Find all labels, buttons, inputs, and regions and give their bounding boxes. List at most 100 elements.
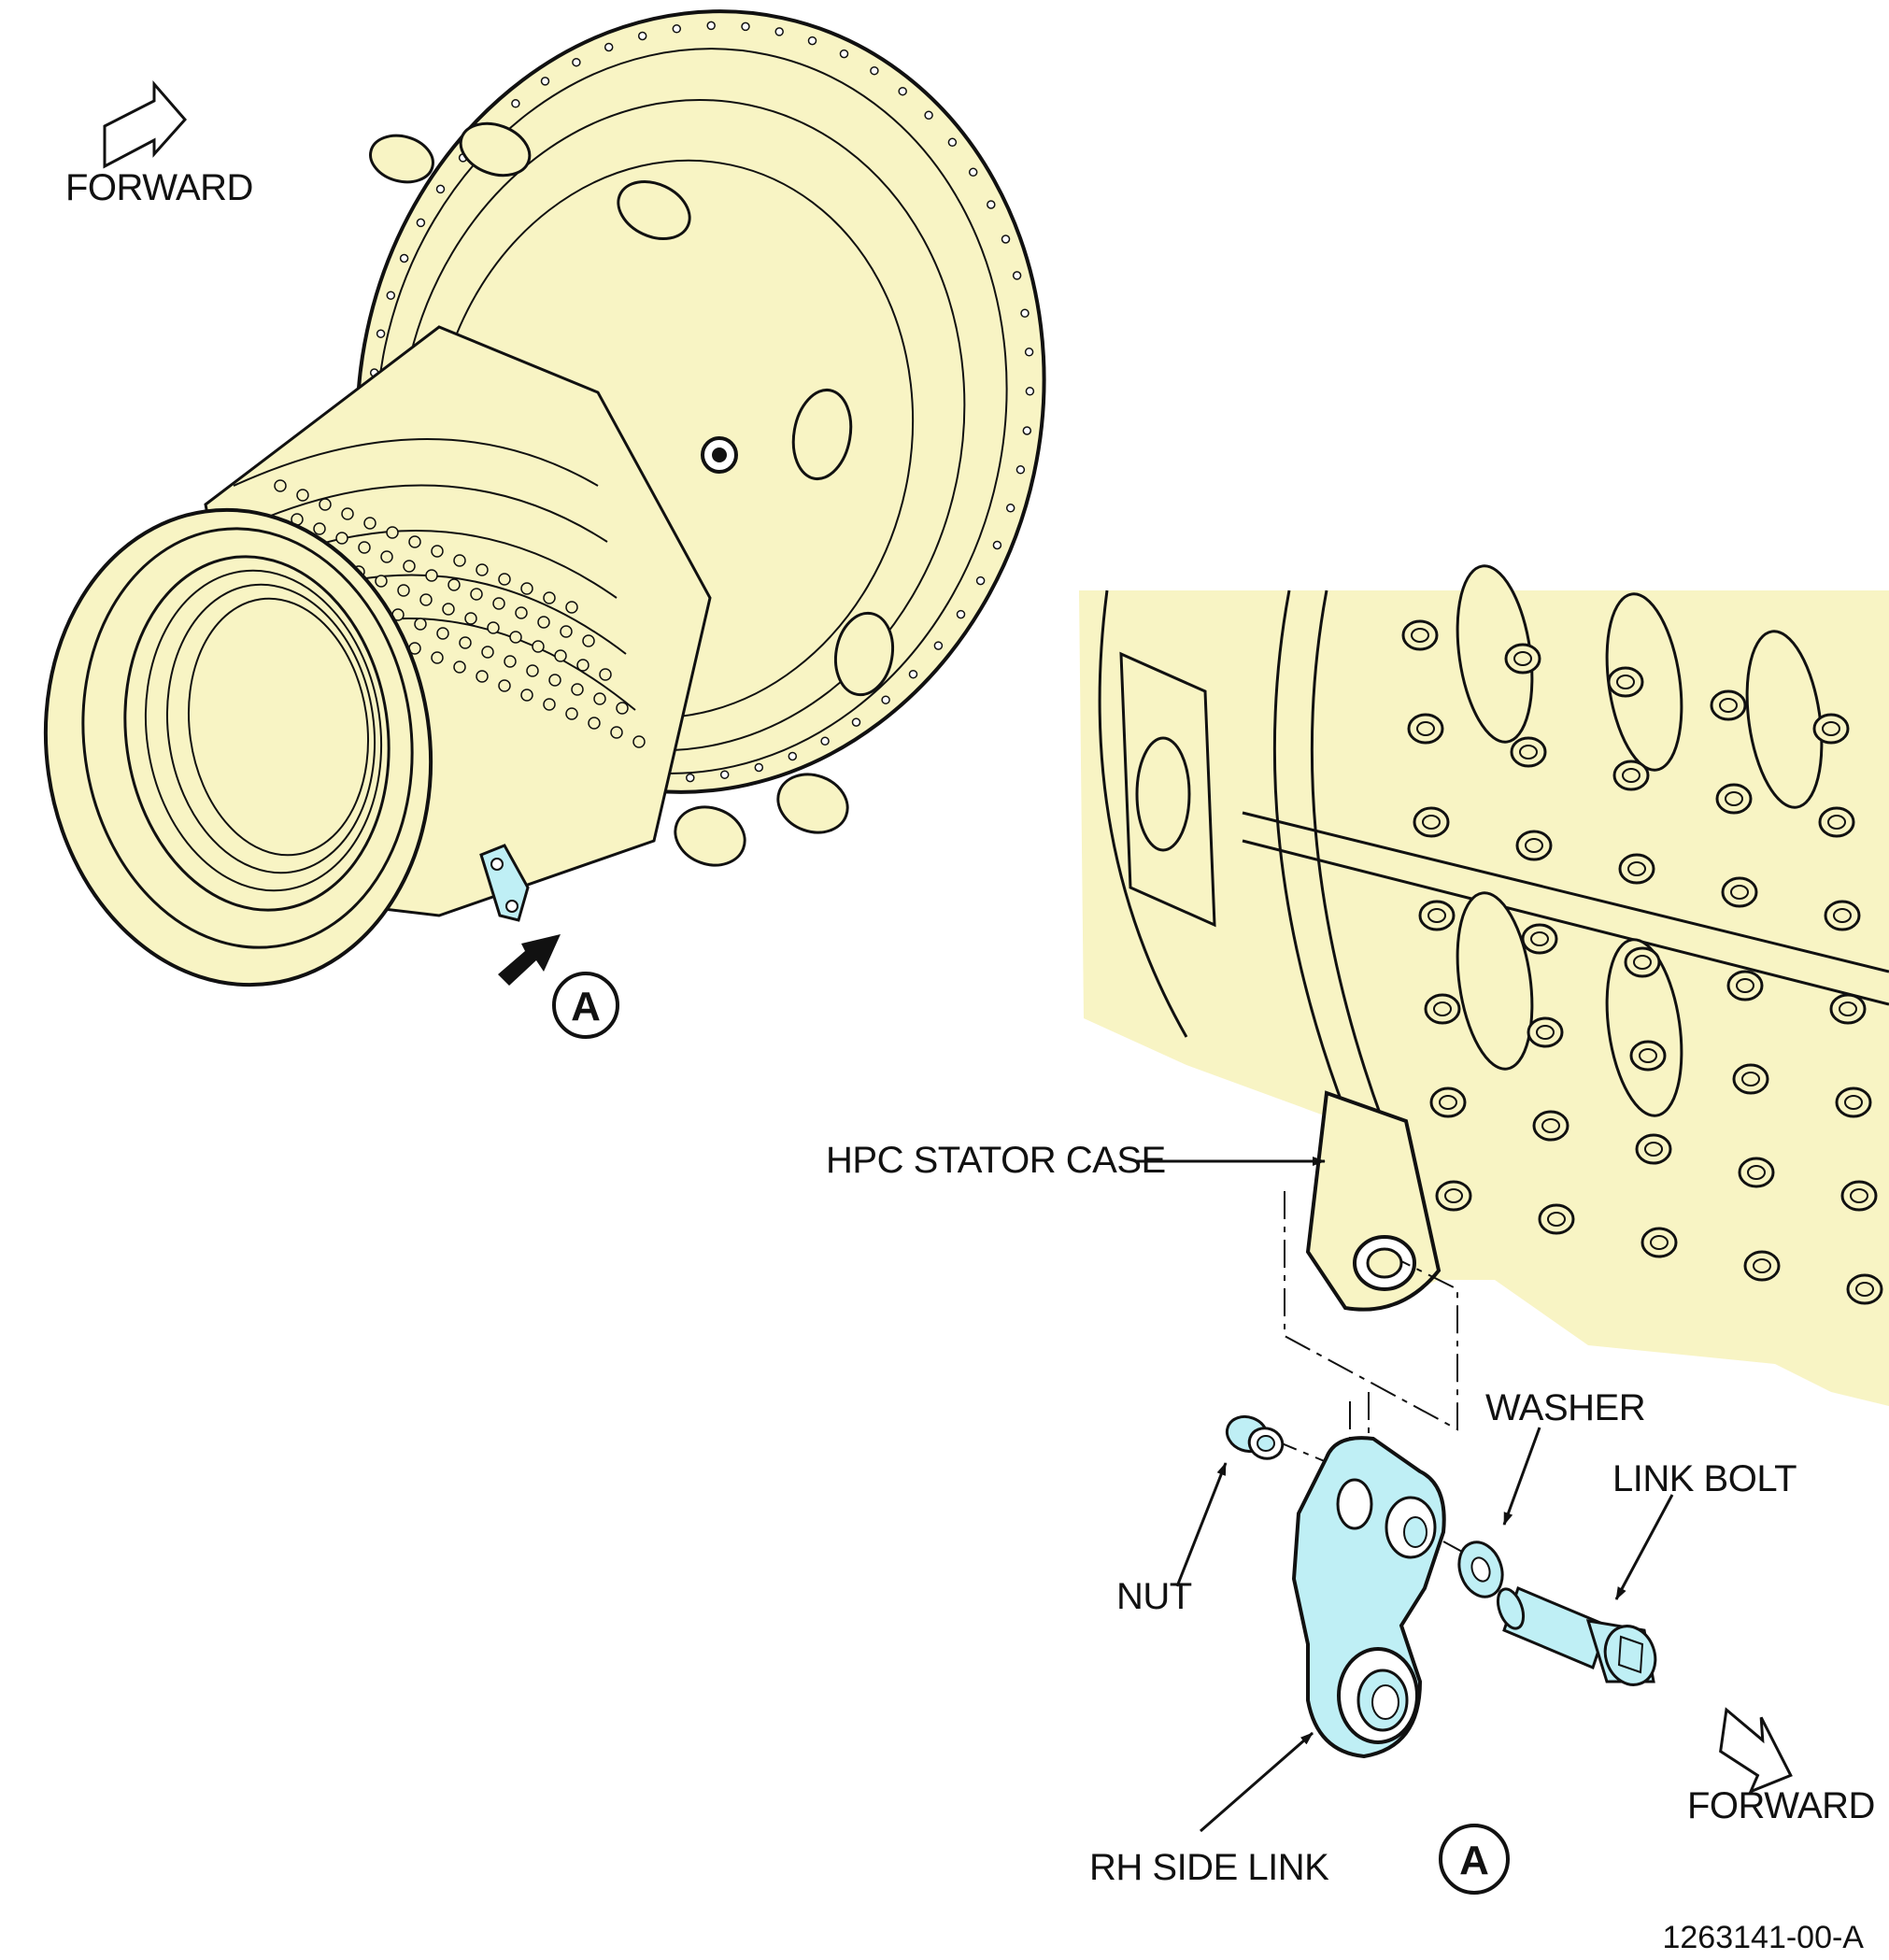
detail-view-a: HPC STATOR CASE WASHER LINK BOLT NUT RH … (826, 564, 1889, 1895)
hpc-stator-case (1079, 564, 1889, 1406)
case-boss (1624, 946, 1661, 978)
vane-actuator (498, 679, 511, 692)
vane-actuator (397, 584, 410, 597)
case-boss (1612, 760, 1650, 791)
vane-actuator (476, 670, 489, 683)
case-boss (1607, 666, 1644, 698)
oval-slot (1456, 891, 1534, 1071)
case-boss (1435, 1180, 1472, 1212)
case-boss-bore (1422, 815, 1441, 830)
vane-actuator (560, 625, 573, 638)
case-boss (1818, 806, 1855, 838)
link-bolt-label: LINK BOLT (1612, 1458, 1797, 1499)
bolt-hole (1005, 504, 1016, 513)
bolt-hole (820, 736, 830, 746)
bolt-hole (968, 167, 978, 178)
bolt-hole (956, 609, 966, 619)
bolt-hole (851, 717, 861, 727)
view-callout-a-overview: A (552, 972, 619, 1039)
washer-label: WASHER (1485, 1387, 1645, 1428)
bolt-hole (376, 329, 386, 338)
bolt-hole (924, 110, 933, 121)
case-boss-bore (1736, 978, 1754, 993)
case-boss (1618, 853, 1655, 885)
vane-actuator (554, 649, 567, 662)
vane-actuator (408, 535, 421, 548)
bolt-hole (540, 77, 550, 86)
vane-actuator (543, 591, 556, 604)
oval-slot (1605, 938, 1683, 1117)
vane-actuator (470, 588, 483, 601)
bolt-hole (754, 762, 764, 773)
bolt-hole (386, 291, 396, 300)
bolt-hole (881, 695, 890, 704)
view-arrow (498, 934, 561, 986)
vane-actuator (453, 554, 466, 567)
case-boss (1829, 993, 1867, 1025)
washer (1457, 1541, 1504, 1598)
case-boss-bore (1639, 1048, 1657, 1063)
case-boss-bore (1444, 1188, 1463, 1203)
vane-actuator (447, 578, 461, 591)
bolt-hole (719, 770, 730, 779)
bolt-hole (572, 57, 581, 67)
case-boss-bore (1827, 815, 1846, 830)
vane-actuator (481, 646, 494, 659)
vane-actuator (504, 655, 517, 668)
case-boss (1527, 1016, 1564, 1048)
case-boss-bore (1850, 1188, 1868, 1203)
case-boss (1515, 830, 1553, 861)
case-boss (1710, 689, 1747, 721)
case-boss-bore (1650, 1235, 1669, 1250)
case-boss-bore (1741, 1072, 1760, 1087)
vane-actuator (403, 560, 416, 573)
case-boss (1732, 1063, 1769, 1095)
case-boss (1424, 993, 1461, 1025)
view-callout-a-text: A (571, 984, 601, 1030)
vane-actuator (616, 702, 629, 715)
vane-actuator (599, 668, 612, 681)
case-boss (1504, 643, 1541, 675)
vane-actuator (576, 659, 589, 672)
vane-actuator (296, 489, 309, 502)
view-callout-a-detail: A (1439, 1824, 1510, 1895)
vane-actuator (532, 640, 545, 653)
case-boss (1824, 900, 1861, 931)
case-boss (1538, 1203, 1575, 1235)
case-boss-bore (1822, 721, 1840, 736)
bolt-hole (898, 86, 907, 96)
case-boss-bore (1633, 955, 1652, 970)
case-boss (1743, 1250, 1781, 1282)
bolt-hole (1022, 426, 1032, 435)
bolt-hole (992, 540, 1002, 550)
case-boss (1401, 619, 1439, 651)
vane-actuator (520, 689, 533, 702)
nut (1225, 1414, 1285, 1460)
vane-actuator (515, 606, 528, 619)
vane-actuator (565, 601, 578, 614)
vane-actuator (274, 479, 287, 492)
case-boss (1413, 806, 1450, 838)
case-boss-bore (1416, 721, 1435, 736)
bolt-hole (1020, 308, 1030, 319)
vane-actuator (341, 507, 354, 520)
forward-label-detail: FORWARD (1687, 1785, 1875, 1826)
rh-side-link (1291, 1436, 1446, 1759)
bolt-hole (435, 184, 446, 194)
bolt-hole (788, 751, 798, 761)
case-boss (1407, 713, 1444, 745)
case-boss-bore (1753, 1258, 1771, 1273)
bolt-hole (637, 31, 647, 41)
case-boss-bore (1627, 861, 1646, 876)
vane-actuator (593, 692, 606, 705)
case-boss-bore (1747, 1165, 1766, 1180)
nut-label: NUT (1116, 1576, 1192, 1617)
case-boss-bore (1719, 698, 1738, 713)
bolt-hole (947, 137, 958, 148)
case-boss (1532, 1110, 1569, 1142)
case-boss (1640, 1227, 1678, 1258)
case-boss-bore (1844, 1095, 1863, 1110)
bolt-hole (839, 49, 849, 59)
bolt-hole (870, 65, 879, 76)
case-boss-bore (1547, 1212, 1566, 1227)
